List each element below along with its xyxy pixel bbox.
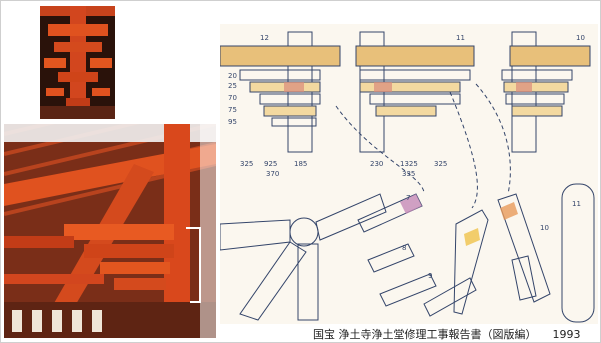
part-number: 11 [572, 200, 581, 208]
level-mark: 70 [228, 94, 237, 102]
part-number: 10 [540, 224, 549, 232]
level-mark: 75 [228, 106, 237, 114]
level-mark: 20 [228, 72, 237, 80]
level-mark: 95 [228, 118, 237, 126]
dimension-mark: 185 [294, 160, 307, 168]
dimension-mark: 370 [266, 170, 279, 178]
part-number: 9 [428, 272, 432, 280]
elevation-label-12: 12 [260, 34, 269, 42]
interior-roof-photo [4, 124, 216, 338]
bracket-closeup-photo [40, 6, 115, 119]
dimension-mark: 925 [264, 160, 277, 168]
dimension-mark: 230 [370, 160, 383, 168]
dimension-mark: 1325 [400, 160, 418, 168]
bracket-technical-drawing: 12 11 10 20 25 70 75 95 325 925 185 370 … [219, 24, 598, 324]
dimension-mark: 325 [434, 160, 447, 168]
part-number: 8 [402, 244, 406, 252]
caption-title: 国宝 浄土寺浄土堂修理工事報告書（図版編） [313, 328, 537, 341]
level-mark: 25 [228, 82, 237, 90]
dimension-mark: 335 [402, 170, 415, 178]
caption-year: 1993 [552, 328, 581, 341]
part-number: 7 [406, 194, 410, 202]
elevation-label-10: 10 [576, 34, 585, 42]
dimension-mark: 325 [240, 160, 253, 168]
elevation-label-11: 11 [456, 34, 465, 42]
figure-caption: 国宝 浄土寺浄土堂修理工事報告書（図版編） 1993 [313, 326, 581, 342]
